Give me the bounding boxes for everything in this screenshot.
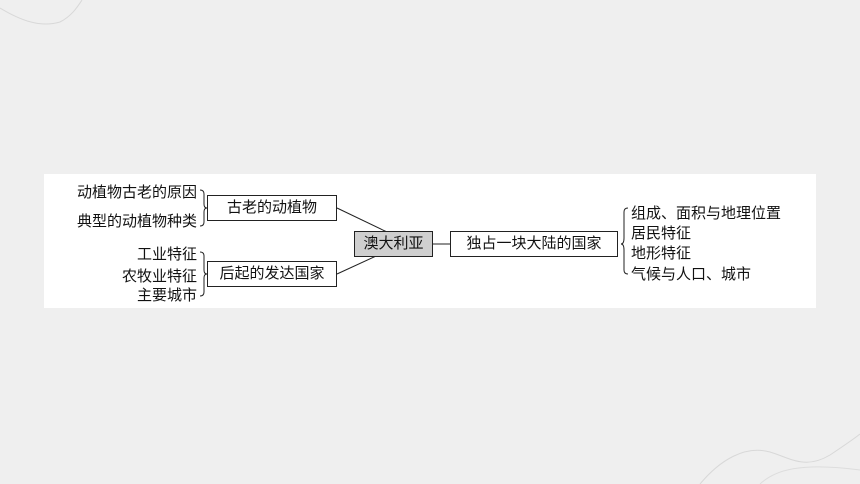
detail-right-1: 组成、面积与地理位置 [631,204,782,222]
brace-left-1 [199,189,208,227]
detail-left-1-2: 典型的动植物种类 [76,212,197,230]
brace-left-2 [199,251,208,297]
branch-developed-country: 后起的发达国家 [207,261,337,287]
branch-continent-country: 独占一块大陆的国家 [450,231,618,257]
detail-left-2-3: 主要城市 [136,286,197,304]
detail-right-2: 居民特征 [631,224,692,242]
detail-left-2-1: 工业特征 [136,245,197,263]
mind-map-panel: 动植物古老的原因 典型的动植物种类 古老的动植物 工业特征 农牧业特征 主要城市… [44,174,816,308]
detail-right-4: 气候与人口、城市 [631,265,752,283]
detail-left-1-1: 动植物古老的原因 [76,183,197,201]
line-left-1 [336,207,388,233]
branch-ancient-flora-fauna: 古老的动植物 [207,195,337,221]
brace-right [620,207,629,275]
center-topic-australia: 澳大利亚 [354,231,433,257]
detail-left-2-2: 农牧业特征 [121,267,197,285]
detail-right-3: 地形特征 [631,244,692,262]
